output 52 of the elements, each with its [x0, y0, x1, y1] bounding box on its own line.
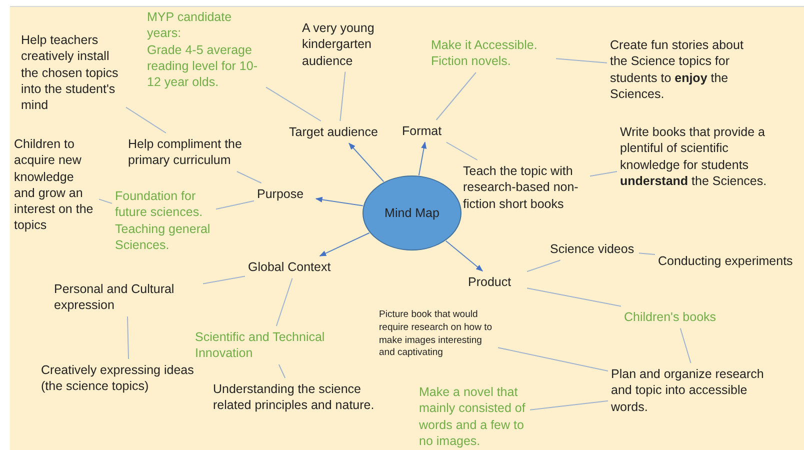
connector-line: [436, 72, 476, 120]
topic-note: Creatively expressing ideas (the science topics): [41, 362, 195, 394]
connector-line: [216, 200, 254, 210]
connector-line: [202, 276, 246, 284]
connector-line: [556, 58, 608, 64]
connector-line: [590, 171, 618, 177]
topic-note: Help compliment the primary curriculum: [128, 136, 243, 168]
connector-line: [446, 142, 478, 160]
topic-note: Teach the topic with research-based non-fiction short books: [463, 163, 580, 212]
topic-note: Make a novel that mainly consisted of words and a few to no images.: [419, 384, 526, 449]
arrow: [445, 240, 484, 272]
topic-note: Help teachers creatively install the chosen topics into the student's mind: [21, 32, 120, 114]
branch-topic: Product: [468, 274, 512, 290]
connector-line: [126, 106, 167, 134]
topic-note: Make it Accessible. Fiction novels.: [431, 37, 538, 70]
branch-topic: Target audience: [289, 124, 379, 140]
connector-line: [530, 400, 608, 410]
connector-line: [276, 278, 293, 326]
connector-line: [266, 86, 322, 122]
connector-line: [498, 347, 608, 372]
connector-line: [236, 171, 262, 184]
arrow: [418, 142, 427, 176]
topic-note: Children to acquire new knowledge and grow an interest on the topics: [14, 136, 94, 234]
topic-note: A very young kindergarten audience: [302, 20, 376, 69]
topic-note: Understanding the science related principles and nature.: [213, 381, 375, 414]
arrow: [315, 196, 364, 206]
topic-note: Personal and Cultural expression: [54, 281, 176, 314]
topic-note: Scientific and Technical Innovation: [195, 329, 326, 362]
topic-note: Create fun stories about the Science topics for students to enjoy the Sciences.: [610, 37, 744, 102]
topic-note: Plan and organize research and topic into accessible words.: [611, 366, 765, 415]
topic-note: Foundation for future sciences. Teaching general Sciences.: [115, 188, 212, 253]
topic-note: Picture book that would require research on how to make images interesting and captivating: [379, 309, 494, 360]
center-topic: Mind Map: [384, 204, 440, 222]
topic-note: MYP candidate years:: [147, 9, 233, 42]
connector-line: [526, 288, 622, 307]
arrow: [348, 142, 384, 182]
branch-topic: Global Context: [248, 259, 332, 276]
topic-note: Write books that provide a plentiful of scientific knowledge for students understand the Sciences.: [620, 124, 768, 189]
branch-topic: Format: [402, 123, 443, 140]
connector-line: [526, 260, 561, 272]
connector-line: [340, 71, 346, 122]
connector-line: [98, 198, 112, 204]
connector-line: [278, 364, 286, 378]
topic-note: Conducting experiments: [658, 253, 794, 270]
connector-line: [638, 252, 656, 256]
connector-line: [680, 328, 692, 364]
topic-note: Children's books: [624, 309, 718, 326]
connector-line: [126, 316, 130, 360]
topic-note: Grade 4-5 average reading level for 10-12 year olds.: [147, 42, 258, 90]
arrow: [319, 232, 370, 256]
topic-note: Science videos: [550, 241, 636, 258]
branch-topic: Purpose: [257, 186, 305, 202]
